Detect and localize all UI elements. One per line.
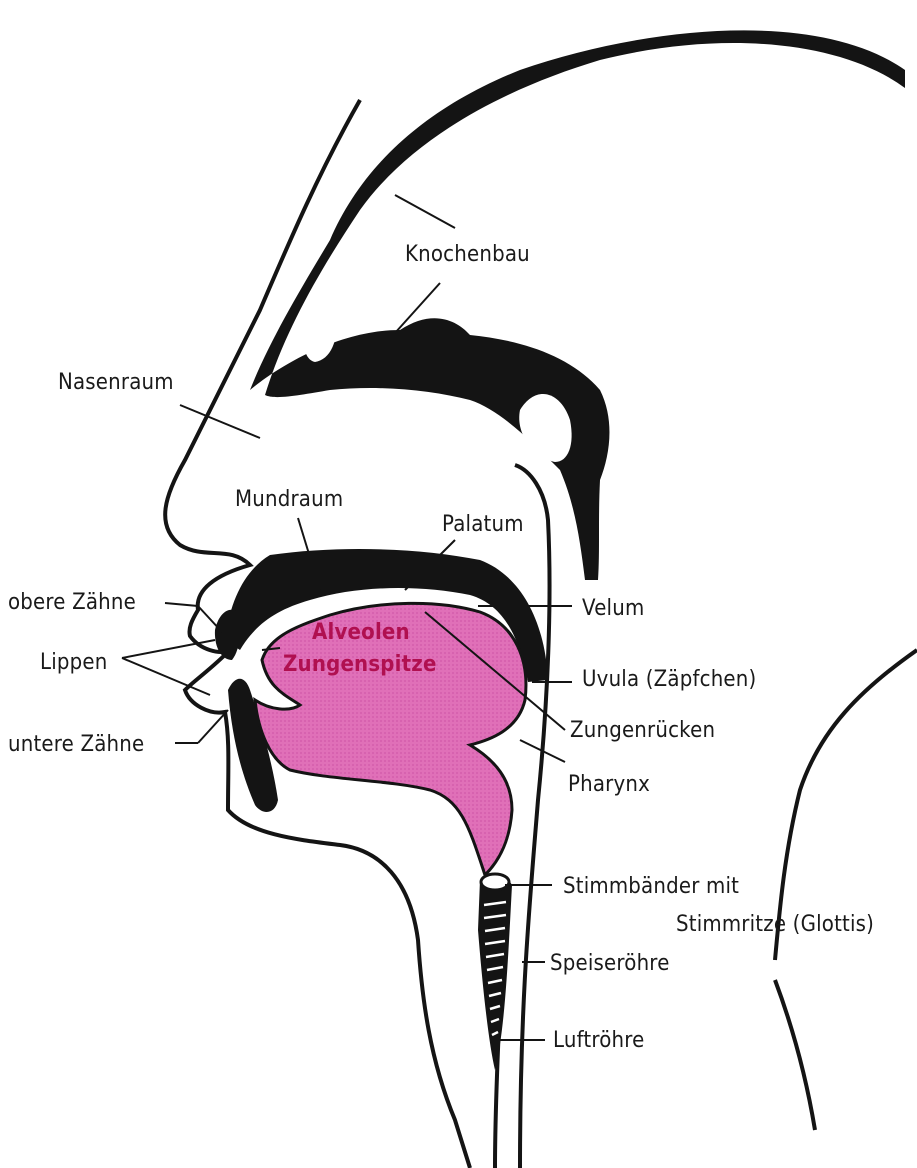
label-alveolen: Alveolen <box>312 620 410 645</box>
label-stimmritze: Stimmritze (Glottis) <box>676 912 874 937</box>
label-speiseroehre: Speiseröhre <box>550 951 670 976</box>
label-nasenraum: Nasenraum <box>58 370 174 395</box>
label-knochenbau: Knochenbau <box>405 242 530 267</box>
label-palatum: Palatum <box>442 512 524 537</box>
label-untere-zaehne: untere Zähne <box>8 732 144 757</box>
label-luftroehre: Luftröhre <box>553 1028 645 1053</box>
glottis <box>481 874 509 890</box>
label-zungenruecken: Zungenrücken <box>570 718 715 743</box>
pharynx-wall <box>515 465 550 1168</box>
label-velum: Velum <box>582 596 644 621</box>
label-pharynx: Pharynx <box>568 772 650 797</box>
label-obere-zaehne: obere Zähne <box>8 590 136 615</box>
label-mundraum: Mundraum <box>235 487 343 512</box>
label-lippen: Lippen <box>40 650 107 675</box>
neck-back-lower <box>775 980 815 1130</box>
skull-bone <box>250 30 905 580</box>
label-zungenspitze: Zungenspitze <box>283 652 437 677</box>
label-stimmbaender: Stimmbänder mit <box>563 874 739 899</box>
label-uvula: Uvula (Zäpfchen) <box>582 667 756 692</box>
